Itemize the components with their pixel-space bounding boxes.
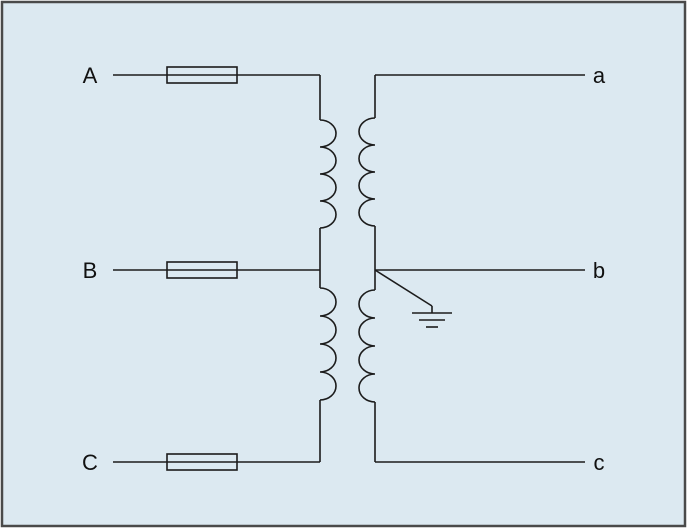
primary-winding-lower-icon [319,287,337,401]
ground-wire [374,269,433,307]
secondary-terminal-label-b: b [593,258,605,283]
secondary-terminal-label-a: a [593,63,606,88]
fuse-phase-b-icon [166,261,238,279]
primary-terminal-label-B: B [83,258,98,283]
secondary-winding-upper-icon [358,117,376,227]
ground-symbol [374,269,452,328]
primary-side: A B C [82,63,337,475]
secondary-winding-lower-icon [358,289,376,403]
primary-terminal-label-A: A [83,63,98,88]
secondary-side: a b c [358,63,606,475]
fuse-phase-c-icon [166,453,238,471]
primary-terminal-label-C: C [82,450,98,475]
secondary-terminal-label-c: c [594,450,605,475]
fuse-phase-a-icon [166,66,238,84]
primary-winding-upper-icon [319,119,337,229]
